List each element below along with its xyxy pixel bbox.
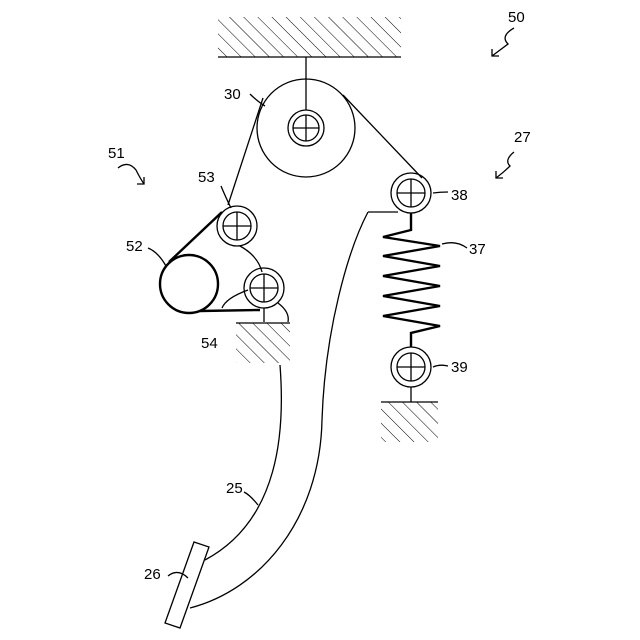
label-39: 39 [451,359,468,376]
spring-37 [383,213,440,347]
roller-39 [391,347,431,402]
arrow-27 [496,152,514,178]
arrow-50 [492,28,514,56]
guide-roller-54 [244,268,288,322]
label-27: 27 [514,129,531,146]
label-25: 25 [226,480,243,497]
pedal-arm-25 [190,212,398,608]
ground-39 [381,402,438,442]
arrow-51 [118,164,144,184]
label-26: 26 [144,566,161,583]
guide-roller-53 [217,206,257,246]
label-51: 51 [108,145,125,162]
wire-belt [228,95,422,205]
label-38: 38 [451,187,468,204]
leader-lines [148,94,467,578]
ground-54 [236,323,290,363]
label-54: 54 [201,335,218,352]
ceiling-mount [218,17,401,110]
pedal-pad-26 [165,542,209,628]
roller-38 [391,173,431,213]
label-37: 37 [469,241,486,258]
label-50: 50 [508,9,525,26]
label-30: 30 [224,86,241,103]
label-53: 53 [198,169,215,186]
label-52: 52 [126,238,143,255]
